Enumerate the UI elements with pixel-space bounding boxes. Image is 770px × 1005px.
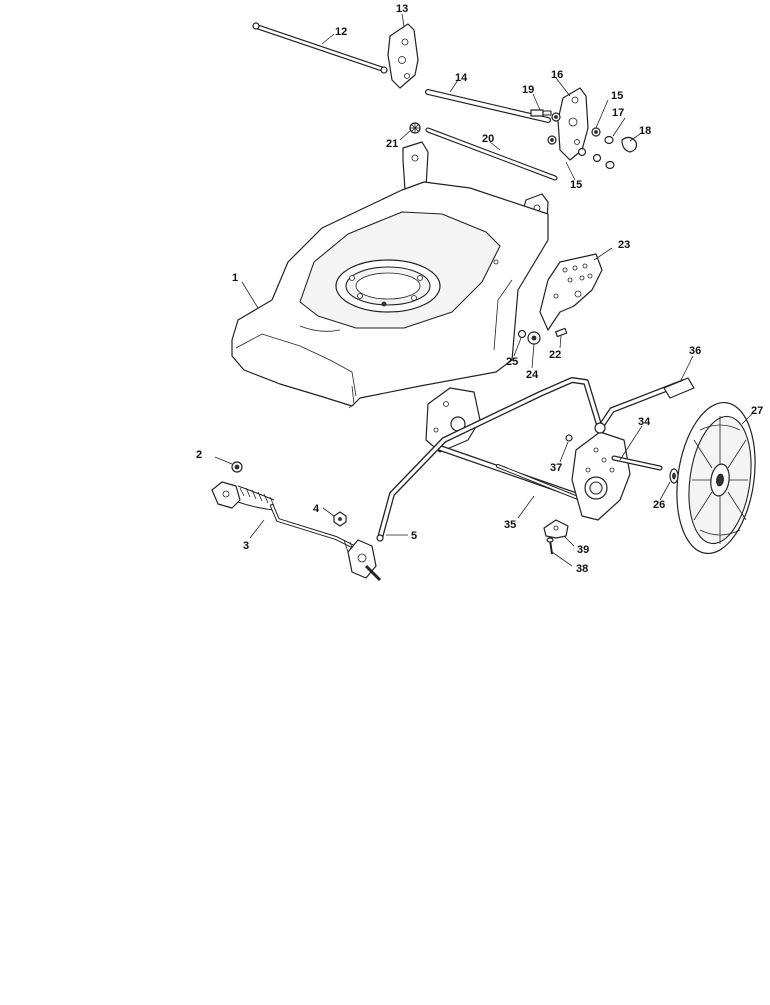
part-clip-screw bbox=[543, 519, 569, 555]
callout-17: 17 bbox=[612, 107, 624, 119]
callout-38: 38 bbox=[576, 563, 588, 575]
callout-39: 39 bbox=[577, 544, 589, 556]
part-star-washer bbox=[409, 122, 421, 134]
part-mower-deck bbox=[231, 141, 549, 409]
part-bushing-2 bbox=[231, 461, 243, 473]
callout-27: 27 bbox=[751, 405, 763, 417]
part-rear-rod bbox=[252, 22, 388, 74]
part-handle-lever-36 bbox=[376, 377, 695, 542]
callout-22: 22 bbox=[549, 349, 561, 361]
callout-26: 26 bbox=[653, 499, 665, 511]
part-washers-nuts bbox=[547, 127, 637, 170]
part-height-adjust-plate bbox=[557, 87, 589, 161]
part-nut-37 bbox=[565, 434, 573, 442]
leader-lines bbox=[214, 13, 753, 567]
callout-25: 25 bbox=[506, 356, 518, 368]
callout-15-bottom: 15 bbox=[570, 179, 582, 191]
callout-15-top: 15 bbox=[611, 90, 623, 102]
part-washer-26 bbox=[669, 468, 679, 484]
callout-4: 4 bbox=[313, 503, 320, 515]
callout-20: 20 bbox=[482, 133, 494, 145]
callout-36: 36 bbox=[689, 345, 701, 357]
callout-21: 21 bbox=[386, 138, 398, 150]
callout-5: 5 bbox=[411, 530, 417, 542]
part-lower-rod bbox=[425, 127, 558, 181]
callout-3: 3 bbox=[243, 540, 249, 552]
callout-18: 18 bbox=[639, 125, 651, 137]
callout-23: 23 bbox=[618, 239, 630, 251]
callout-1: 1 bbox=[232, 272, 238, 284]
part-rear-bracket-23 bbox=[539, 253, 603, 331]
part-upper-bracket bbox=[387, 23, 419, 89]
callout-24: 24 bbox=[526, 369, 539, 381]
callout-14: 14 bbox=[455, 72, 468, 84]
callout-labels: 1 2 3 4 5 12 13 14 15 15 16 17 18 19 20 … bbox=[196, 3, 763, 575]
callout-12: 12 bbox=[335, 26, 347, 38]
callout-34: 34 bbox=[638, 416, 651, 428]
part-rear-wheel-27 bbox=[676, 401, 756, 555]
part-bolt-washer-nut bbox=[517, 327, 568, 345]
callout-13: 13 bbox=[396, 3, 408, 15]
callout-16: 16 bbox=[551, 69, 563, 81]
callout-35: 35 bbox=[504, 519, 516, 531]
part-nut-4 bbox=[333, 511, 347, 527]
part-front-axle-spring-3 bbox=[211, 481, 382, 582]
callout-19: 19 bbox=[522, 84, 534, 96]
part-bolt-19 bbox=[530, 109, 561, 122]
part-side-plate-34 bbox=[571, 431, 663, 521]
callout-37: 37 bbox=[550, 462, 562, 474]
callout-2: 2 bbox=[196, 449, 202, 461]
part-front-rod bbox=[425, 89, 551, 123]
